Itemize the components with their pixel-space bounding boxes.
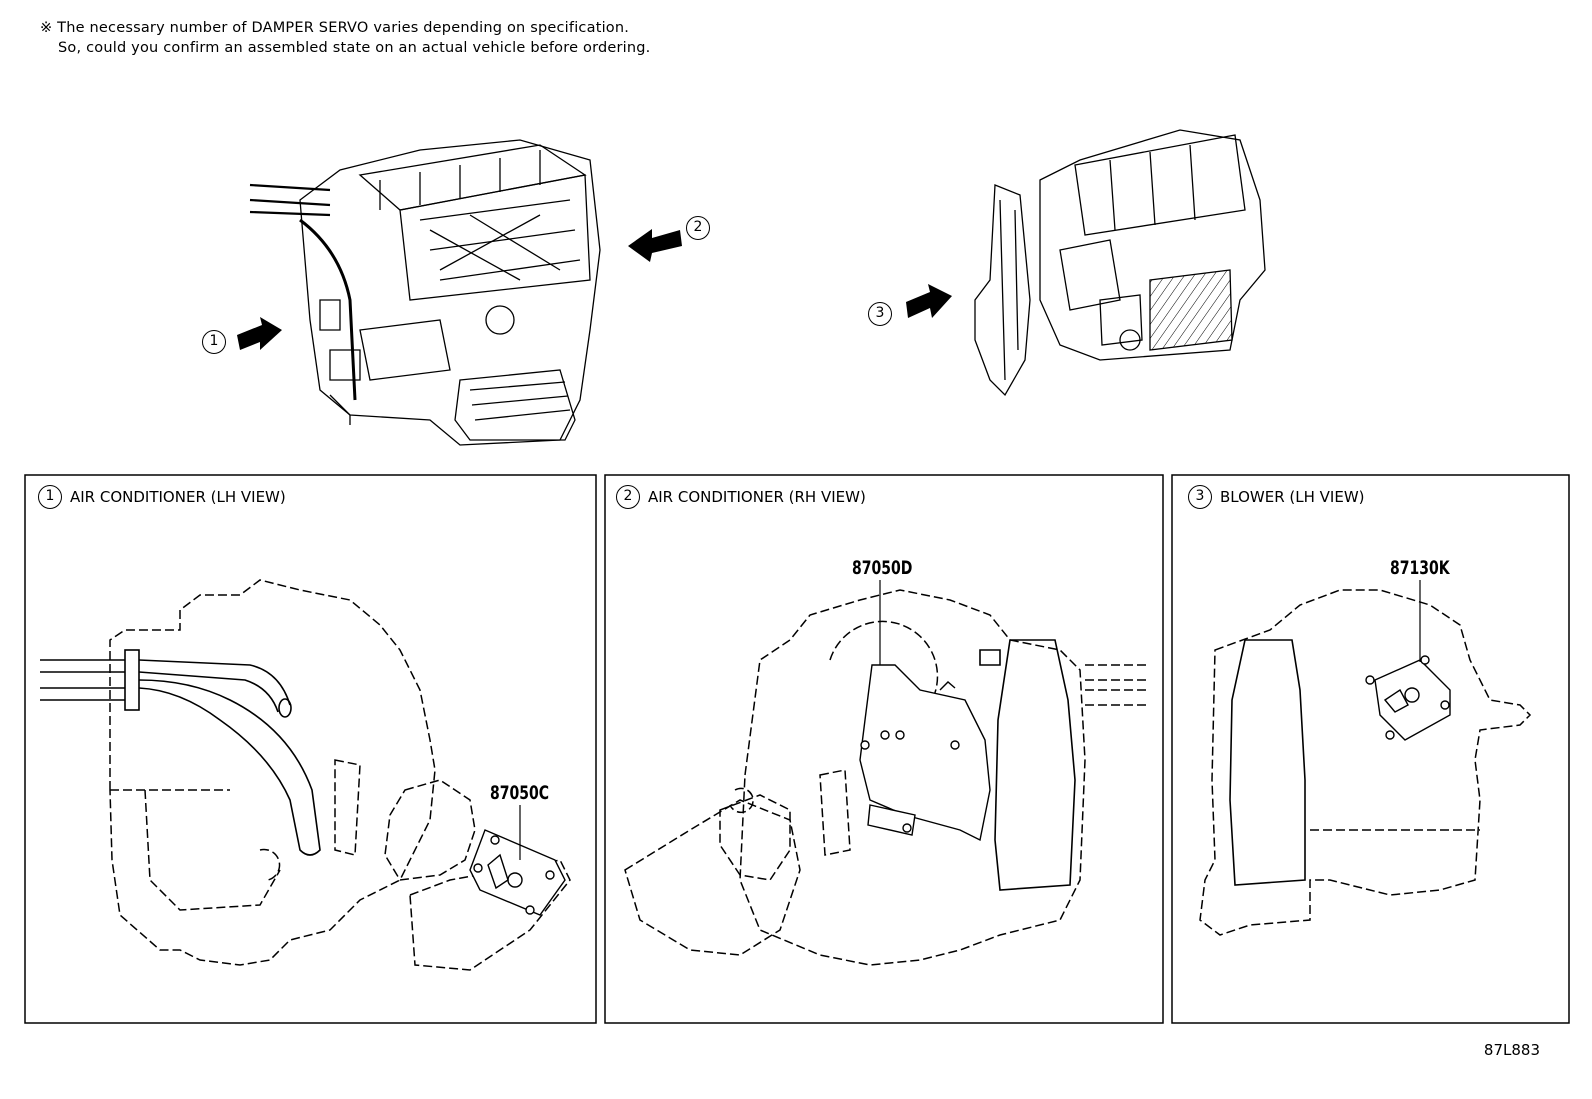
arrow-2-icon (628, 229, 682, 262)
marker-2-number: 2 (686, 216, 710, 240)
panel-3-title: 3 BLOWER (LH VIEW) (1188, 485, 1365, 509)
part-number-87050d[interactable]: 87050D (852, 557, 913, 579)
panel-3-unit-outline (1199, 589, 1532, 936)
note-line-2: So, could you confirm an assembled state… (58, 40, 651, 56)
arrow-3-icon (906, 284, 952, 318)
marker-1-number: 1 (202, 330, 226, 354)
servo-87050c-icon (469, 829, 566, 916)
part-number-87130k[interactable]: 87130K (1390, 557, 1450, 579)
panel-3-duct (1229, 639, 1306, 886)
marker-1: 1 (202, 330, 226, 354)
panel-2-title-text: AIR CONDITIONER (RH VIEW) (648, 488, 866, 506)
marker-3-number: 3 (868, 302, 892, 326)
blower-unit-illustration (974, 129, 1266, 397)
panel-1-frame (24, 474, 597, 1024)
panel-2-frame (604, 474, 1164, 1024)
panel-1-unit-outline (109, 579, 571, 971)
panel-1-title-text: AIR CONDITIONER (LH VIEW) (70, 488, 286, 506)
marker-2: 2 (686, 216, 710, 240)
reference-code: 87L883 (1483, 1041, 1540, 1059)
servo-87050d-icon (859, 664, 991, 842)
marker-3: 3 (868, 302, 892, 326)
panel-2-title: 2 AIR CONDITIONER (RH VIEW) (616, 485, 866, 509)
servo-87130k-icon (1365, 655, 1451, 741)
panel-2-number: 2 (616, 485, 640, 509)
note-line-1: ※ The necessary number of DAMPER SERVO v… (40, 20, 630, 36)
air-conditioner-unit-illustration (249, 139, 601, 446)
panel-3-number: 3 (1188, 485, 1212, 509)
panel-1-number: 1 (38, 485, 62, 509)
panel-2-duct (979, 639, 1076, 891)
arrow-1-icon (237, 317, 282, 350)
panel-1-hoses (40, 649, 321, 856)
panel-3-title-text: BLOWER (LH VIEW) (1220, 488, 1365, 506)
part-number-87050c[interactable]: 87050C (490, 782, 550, 804)
panel-1-title: 1 AIR CONDITIONER (LH VIEW) (38, 485, 286, 509)
panel-3-frame (1171, 474, 1570, 1024)
specification-note: ※ The necessary number of DAMPER SERVO v… (40, 18, 651, 58)
